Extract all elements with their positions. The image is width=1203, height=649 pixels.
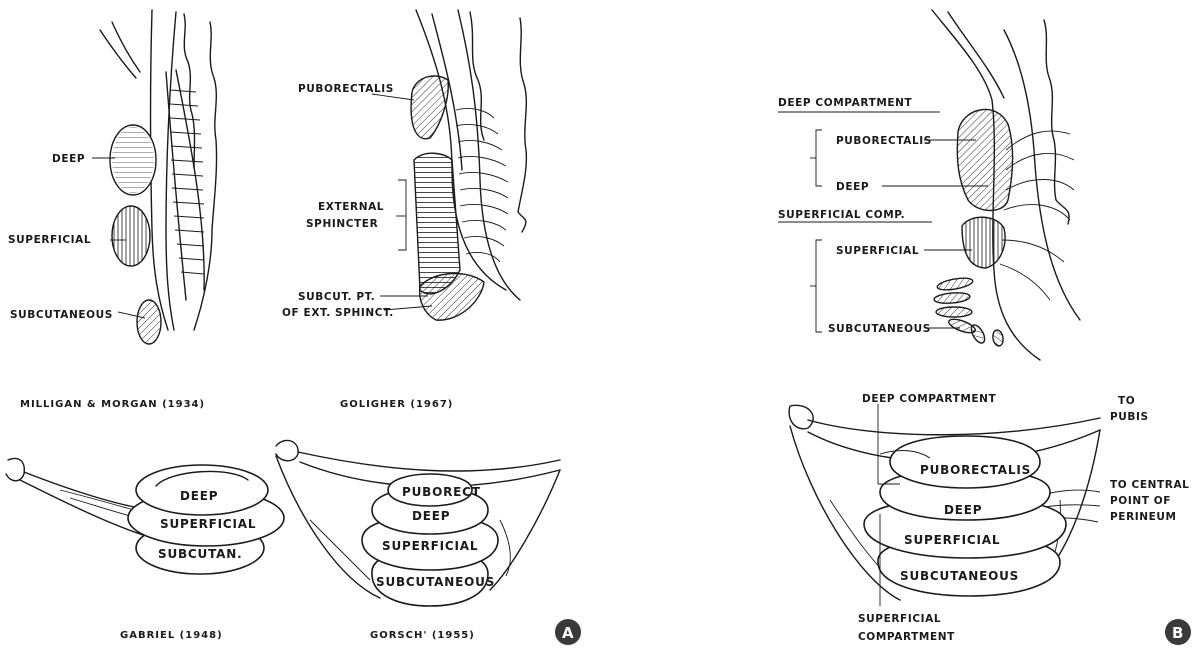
panel-b-puborectalis-deep-muscle — [957, 110, 1012, 211]
goligher-label-puborectalis: PUBORECTALIS — [298, 83, 394, 95]
gabriel-ring-deep-label: DEEP — [180, 489, 218, 503]
gorsch-ring-subcutaneous-label: SUBCUTANEOUS — [376, 575, 495, 589]
panel-b-superficial-comp: SUPERFICIAL COMP. — [778, 209, 905, 221]
panel-b-badge-letter: B — [1172, 624, 1183, 642]
panel-b-deep-compartment: DEEP COMPARTMENT — [778, 97, 913, 109]
frontal-deep-compartment: DEEP COMPARTMENT — [862, 393, 997, 405]
goligher-caption: GOLIGHER (1967) — [340, 399, 453, 410]
goligher-label-subcut-1: SUBCUT. PT. — [298, 291, 375, 303]
milligan-caption: MILLIGAN & MORGAN (1934) — [20, 399, 205, 410]
gabriel-ring-superficial-label: SUPERFICIAL — [160, 517, 256, 531]
frontal-ring-puborectalis — [890, 436, 1040, 488]
panel-b-superficial: SUPERFICIAL — [836, 245, 919, 257]
panel-b-sagittal-drawing — [778, 10, 1080, 360]
frontal-central-2: POINT OF — [1110, 495, 1171, 507]
panel-b-deep: DEEP — [836, 181, 869, 193]
gorsch-caption: GORSCH' (1955) — [370, 630, 475, 641]
frontal-to-pubis-1: TO — [1118, 395, 1135, 407]
goligher-label-external-2: SPHINCTER — [306, 218, 378, 230]
gorsch-ring-puborect-label: PUBORECT — [402, 485, 481, 499]
frontal-ring-subcutaneous-label: SUBCUTANEOUS — [900, 569, 1019, 583]
goligher-subcut-part — [420, 273, 484, 320]
goligher-drawing — [372, 10, 526, 320]
milligan-label-superficial: SUPERFICIAL — [8, 234, 91, 246]
panel-b-puborectalis: PUBORECTALIS — [836, 135, 932, 147]
frontal-ring-deep-label: DEEP — [944, 503, 982, 517]
goligher-label-external-1: EXTERNAL — [318, 201, 384, 213]
frontal-central-1: TO CENTRAL — [1110, 479, 1189, 491]
panel-b-subcutaneous: SUBCUTANEOUS — [828, 323, 931, 335]
goligher-label-subcut-2: OF EXT. SPHINCT. — [282, 307, 394, 319]
gabriel-caption: GABRIEL (1948) — [120, 630, 223, 641]
gabriel-ring-subcutan-label: SUBCUTAN. — [158, 547, 242, 561]
panel-b-superficial-muscle — [962, 217, 1005, 268]
frontal-ring-superficial-label: SUPERFICIAL — [904, 533, 1000, 547]
frontal-superficial-compartment-1: SUPERFICIAL — [858, 613, 941, 625]
frontal-to-pubis-2: PUBIS — [1110, 411, 1149, 423]
milligan-superficial-muscle — [112, 206, 150, 266]
milligan-label-subcutaneous: SUBCUTANEOUS — [10, 309, 113, 321]
gorsch-ring-deep-label: DEEP — [412, 509, 450, 523]
milligan-label-deep: DEEP — [52, 153, 85, 165]
goligher-puborectalis — [411, 76, 448, 139]
gorsch-ring-superficial-label: SUPERFICIAL — [382, 539, 478, 553]
frontal-superficial-compartment-2: COMPARTMENT — [858, 631, 955, 643]
panel-a-badge-letter: A — [562, 624, 574, 642]
frontal-central-3: PERINEUM — [1110, 511, 1177, 523]
milligan-morgan-drawing — [92, 10, 217, 344]
milligan-subcutaneous-muscle — [137, 300, 161, 344]
panel-b-subcutaneous-fan — [934, 276, 1005, 347]
frontal-ring-puborectalis-label: PUBORECTALIS — [920, 463, 1031, 477]
